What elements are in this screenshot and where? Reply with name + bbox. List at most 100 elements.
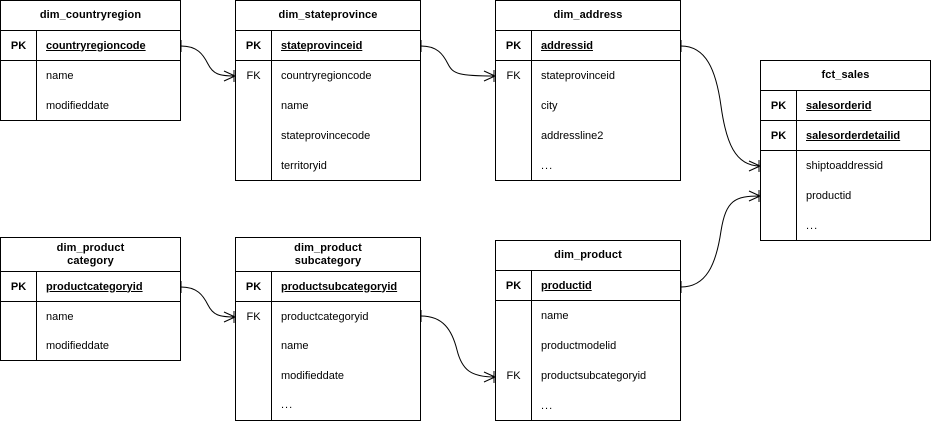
key-badge-blank <box>1 331 36 360</box>
table-title-dim-productsubcategory: dim_product subcategory <box>236 238 420 272</box>
attribute-name: stateprovincecode <box>281 130 371 142</box>
table-title-text-line2: category <box>67 254 114 267</box>
table-dim-productsubcategory[interactable]: dim_product subcategory PK productsubcat… <box>235 237 421 421</box>
attribute-key-column <box>1 302 37 360</box>
table-dim-stateprovince[interactable]: dim_stateprovince PK stateprovinceid FK … <box>235 0 421 181</box>
attribute-name-column: name modifieddate <box>37 302 180 360</box>
table-row[interactable]: PK productcategoryid <box>1 272 180 302</box>
attribute-name-column: stateprovinceid city addressline2 ... <box>532 61 680 181</box>
attribute-group: name modifieddate <box>1 302 180 360</box>
connector-address-sales <box>680 40 761 172</box>
table-title-text-line2: subcategory <box>294 254 362 267</box>
connector-countryregion-stateprovince <box>180 40 236 82</box>
key-badge-blank <box>236 391 271 421</box>
table-title-text: dim_product <box>554 249 622 261</box>
table-title-text-line1: dim_product <box>56 241 125 254</box>
attribute-group: name modifieddate <box>1 61 180 121</box>
key-badge-pk: PK <box>1 272 37 301</box>
attribute-name: salesorderdetailid <box>806 129 901 142</box>
attribute-key-column: FK <box>236 302 272 420</box>
key-badge-pk: PK <box>236 272 272 301</box>
key-badge-blank <box>761 181 796 211</box>
key-badge-blank <box>236 332 271 362</box>
connector-stateprovince-address <box>420 40 496 82</box>
connector-productcategory-productsubcategory <box>180 281 236 323</box>
table-title-dim-address: dim_address <box>496 1 680 31</box>
attribute-key-column <box>1 61 37 121</box>
connector-productsubcategory-product <box>420 310 496 383</box>
attribute-name-ellipsis: ... <box>541 400 554 412</box>
attribute-name: name <box>46 310 74 323</box>
key-badge-fk: FK <box>246 310 261 323</box>
attribute-group: FK name productmodelid productsubcategor… <box>496 301 680 421</box>
attribute-key-column <box>761 151 797 241</box>
attribute-name: productmodelid <box>541 340 617 352</box>
key-badge-blank <box>236 151 271 181</box>
attribute-name: territoryid <box>281 160 327 172</box>
attribute-name-column: countryregioncode name stateprovincecode… <box>272 61 420 181</box>
table-fct-sales[interactable]: fct_sales PK salesorderid PK salesorderd… <box>760 60 931 241</box>
attribute-name: productid <box>541 279 592 292</box>
table-dim-countryregion[interactable]: dim_countryregion PK countryregioncode n… <box>0 0 181 121</box>
table-title-dim-stateprovince: dim_stateprovince <box>236 1 420 31</box>
table-row[interactable]: PK countryregioncode <box>1 31 180 61</box>
attribute-name: addressid <box>541 39 593 52</box>
table-title-dim-product: dim_product <box>496 241 680 271</box>
attribute-name: modifieddate <box>281 369 344 382</box>
key-badge-blank <box>496 301 531 331</box>
key-badge-pk: PK <box>761 121 797 150</box>
key-badge-blank <box>761 151 796 181</box>
table-title-text: dim_address <box>553 9 623 21</box>
attribute-name-ellipsis: ... <box>281 399 294 412</box>
attribute-key-column: FK <box>496 61 532 181</box>
attribute-name: salesorderid <box>806 99 872 112</box>
attribute-name-column: shiptoaddressid productid ... <box>797 151 930 241</box>
table-dim-productcategory[interactable]: dim_product category PK productcategoryi… <box>0 237 181 361</box>
attribute-group: FK stateprovinceid city addressline2 ... <box>496 61 680 181</box>
table-row[interactable]: PK productid <box>496 271 680 301</box>
attribute-name-ellipsis: ... <box>806 220 819 232</box>
key-badge-blank <box>236 91 271 121</box>
attribute-name: countryregioncode <box>281 70 372 82</box>
table-title-text: fct_sales <box>821 69 870 81</box>
key-badge-fk: FK <box>506 70 521 82</box>
attribute-name: name <box>281 100 309 112</box>
table-dim-address[interactable]: dim_address PK addressid FK stateprovinc… <box>495 0 681 181</box>
key-badge-fk: FK <box>506 370 521 382</box>
table-title-fct-sales: fct_sales <box>761 61 930 91</box>
table-title-text: dim_countryregion <box>39 9 142 21</box>
attribute-name: productcategoryid <box>46 280 143 293</box>
attribute-name-column: name productmodelid productsubcategoryid… <box>532 301 680 421</box>
key-badge-pk: PK <box>1 31 37 60</box>
table-dim-product[interactable]: dim_product PK productid FK name product… <box>495 240 681 421</box>
connector-product-sales <box>680 190 761 293</box>
attribute-name: productsubcategoryid <box>541 370 647 382</box>
key-badge-pk: PK <box>496 271 532 300</box>
attribute-group: shiptoaddressid productid ... <box>761 151 930 241</box>
key-badge-blank <box>761 211 796 241</box>
key-badge-pk: PK <box>236 31 272 60</box>
attribute-name: name <box>541 310 569 322</box>
attribute-name: productcategoryid <box>281 310 369 323</box>
attribute-name: stateprovinceid <box>281 39 363 52</box>
table-title-text: dim_stateprovince <box>278 9 378 21</box>
attribute-name: city <box>541 100 558 112</box>
key-badge-pk: PK <box>761 91 797 120</box>
table-row[interactable]: PK stateprovinceid <box>236 31 420 61</box>
table-row[interactable]: PK productsubcategoryid <box>236 272 420 302</box>
table-row[interactable]: PK salesorderid <box>761 91 930 121</box>
attribute-name: shiptoaddressid <box>806 160 884 172</box>
attribute-name-ellipsis: ... <box>541 160 554 172</box>
attribute-name: modifieddate <box>46 100 109 112</box>
attribute-name-column: productcategoryid name modifieddate ... <box>272 302 420 420</box>
key-badge-blank <box>1 302 36 331</box>
table-row[interactable]: PK salesorderdetailid <box>761 121 930 151</box>
table-title-text-line1: dim_product <box>294 241 362 254</box>
attribute-name: productid <box>806 190 852 202</box>
table-row[interactable]: PK addressid <box>496 31 680 61</box>
key-badge-blank <box>496 391 531 421</box>
key-badge-blank <box>496 151 531 181</box>
attribute-group: FK productcategoryid name modifieddate .… <box>236 302 420 420</box>
key-badge-blank <box>1 61 36 91</box>
attribute-name: stateprovinceid <box>541 70 615 82</box>
